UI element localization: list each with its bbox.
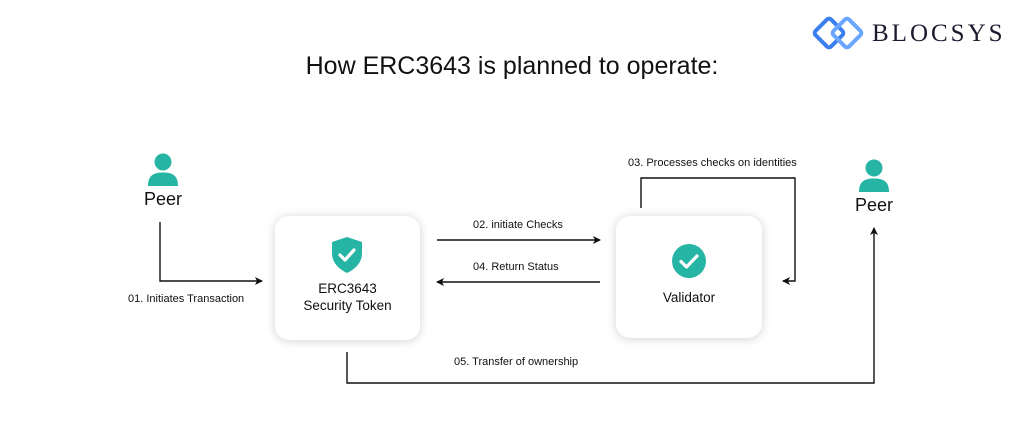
- shield-check-icon: [330, 236, 364, 279]
- security-token-box: ERC3643 Security Token: [275, 216, 420, 340]
- validator-box: Validator: [616, 216, 762, 338]
- arrow-initiates-transaction: [159, 222, 263, 285]
- peer-left-label: Peer: [143, 189, 183, 209]
- token-label-line2: Security Token: [303, 298, 392, 313]
- token-label-line1: ERC3643: [318, 281, 377, 296]
- step-03-label: 03. Processes checks on identities: [628, 157, 797, 169]
- step-05-label: 05. Transfer of ownership: [454, 356, 579, 368]
- step-02-label: 02. initiate Checks: [473, 219, 563, 231]
- diagram-title: How ERC3643 is planned to operate:: [305, 52, 719, 80]
- arrow-process-checks: [640, 177, 796, 285]
- arrow-transfer-ownership: [346, 227, 878, 384]
- blocsys-logo: BLOCSYS: [812, 14, 1006, 54]
- step-04-label: 04. Return Status: [473, 261, 559, 273]
- peer-right-label: Peer: [854, 195, 894, 215]
- validator-label: Validator: [662, 290, 716, 305]
- step-01-label: 01. Initiates Transaction: [128, 293, 245, 305]
- check-circle-icon: [671, 243, 707, 284]
- peer-right-icon: [854, 158, 894, 199]
- logo-text: BLOCSYS: [872, 20, 1006, 47]
- blocsys-logo-icon: [812, 16, 864, 50]
- peer-left-icon: [143, 152, 183, 193]
